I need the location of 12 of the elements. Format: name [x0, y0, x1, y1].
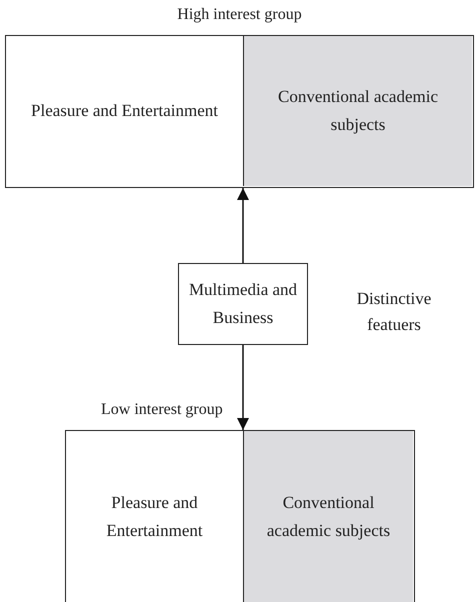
box-label: Pleasure and Entertainment	[30, 100, 219, 122]
group-heading: High interest group	[176, 6, 303, 24]
box-label: Conventional academic subjects	[266, 492, 392, 542]
group-heading: Low interest group	[101, 401, 223, 419]
arrow	[237, 345, 249, 430]
category-box	[243, 36, 472, 186]
box-label: Pleasure and Entertainment	[105, 492, 204, 542]
category-box	[243, 431, 413, 602]
box-label: Multimedia and Business	[188, 279, 298, 329]
arrow	[237, 188, 249, 263]
side-note: Distinctive featuers	[356, 288, 432, 336]
box-label: Conventional academic subjects	[276, 86, 440, 136]
